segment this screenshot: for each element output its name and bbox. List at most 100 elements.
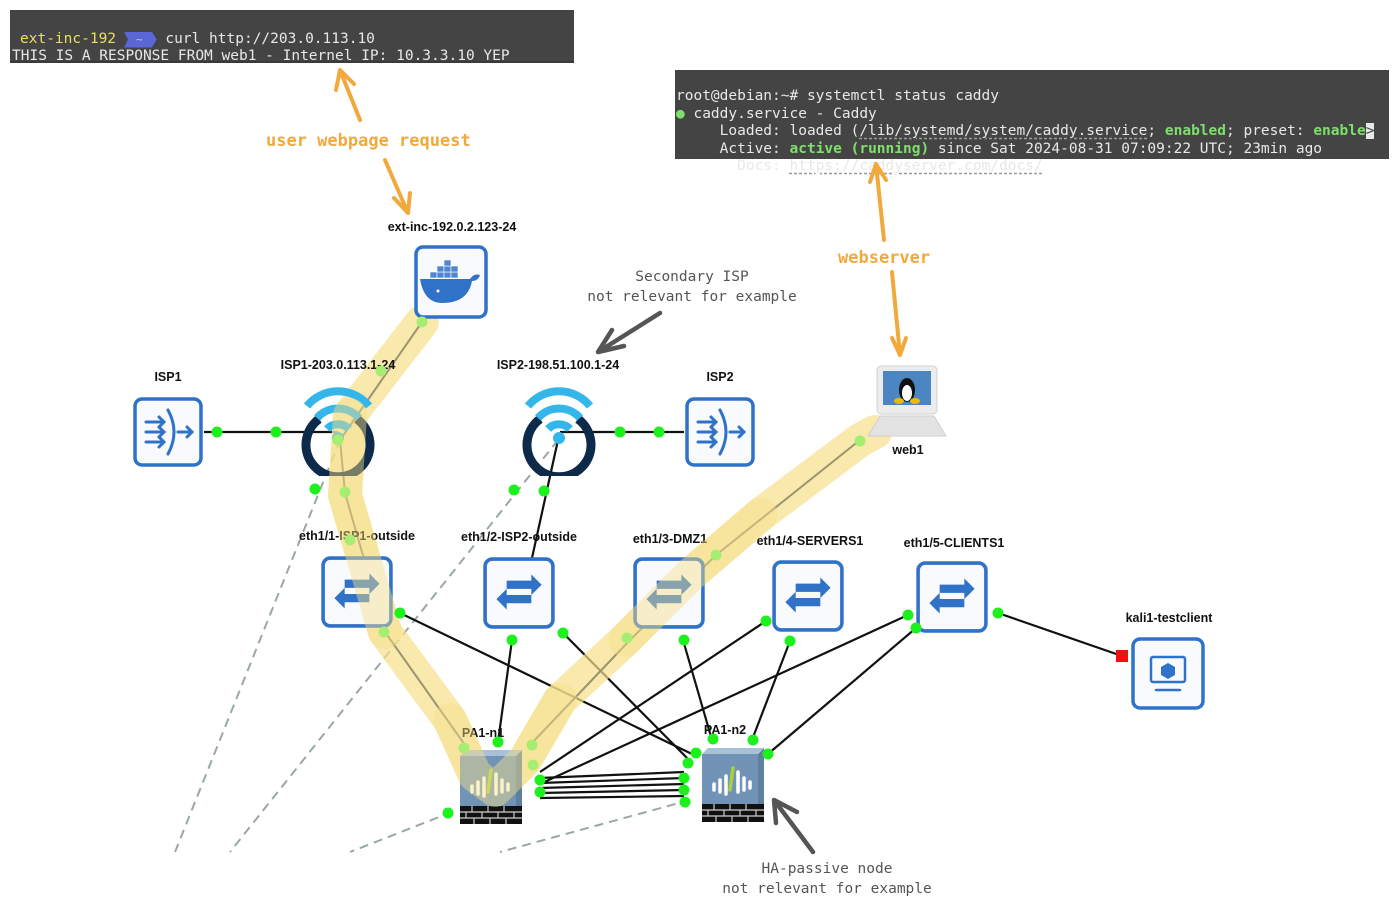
- link-up-dot: [992, 607, 1004, 619]
- link-up-dot: [378, 626, 390, 638]
- status-dot-icon: ●: [676, 105, 685, 122]
- link-up-dot: [534, 774, 546, 786]
- node-sw5[interactable]: eth1/5-CLIENTS1: [904, 536, 1005, 633]
- arrow-webserver-down: [890, 270, 908, 357]
- ha-link: [539, 782, 685, 790]
- node-label: ext-inc-192.0.2.123-24: [388, 220, 517, 234]
- ha-link: [539, 794, 685, 800]
- link-up-dot: [910, 622, 922, 634]
- arrow-user-request-up: [334, 68, 362, 122]
- link-up-dot: [394, 607, 406, 619]
- link-up-dot: [614, 426, 626, 438]
- arrow-webserver-up: [868, 162, 888, 242]
- docs-link[interactable]: https://caddyserver.com/docs/: [789, 158, 1043, 175]
- node-label: eth1/1-ISP1-outside: [299, 529, 415, 543]
- link-sw4-pa2: [750, 640, 792, 741]
- link-up-dot: [442, 807, 454, 819]
- link-up-dot: [492, 736, 504, 748]
- client-command-line: ext-inc-192 ~ curl http://203.0.113.10: [12, 31, 574, 49]
- curl-response: THIS IS A RESPONSE FROM web1 - Internel …: [12, 48, 510, 64]
- link-up-dot: [678, 772, 690, 784]
- link-up-dot: [747, 734, 759, 746]
- node-pa2[interactable]: PA1-n2: [700, 723, 766, 824]
- link-up-dot: [344, 534, 356, 546]
- preset-status: enable: [1313, 123, 1366, 140]
- node-label: web1: [891, 443, 923, 457]
- node-label: eth1/5-CLIENTS1: [904, 536, 1005, 550]
- link-up-dot: [784, 635, 796, 647]
- annotation-user-request: user webpage request: [266, 131, 471, 151]
- node-sw3[interactable]: eth1/3-DMZ1: [633, 532, 707, 629]
- dashed-link: [499, 799, 691, 853]
- link-up-dot: [332, 434, 344, 446]
- curl-command: curl http://203.0.113.10: [165, 30, 375, 47]
- link-sw5-kali: [997, 611, 1123, 658]
- firewall-icon: [700, 746, 766, 824]
- node-web1[interactable]: web1: [867, 365, 947, 457]
- node-pa1[interactable]: PA1-n1: [458, 726, 524, 826]
- link-up-dot: [760, 615, 772, 627]
- link-endpoints: [211, 426, 1004, 819]
- node-sw4[interactable]: eth1/4-SERVERS1: [757, 534, 864, 632]
- vm-monitor-icon: [1149, 655, 1187, 692]
- node-label: PA1-n2: [704, 723, 746, 737]
- annotation-arrows: [334, 68, 908, 855]
- node-sw2[interactable]: eth1/2-ISP2-outside: [461, 530, 577, 629]
- link-up-dot: [526, 739, 538, 751]
- link-up-dot: [707, 733, 719, 745]
- link-up-dot: [762, 748, 774, 760]
- traffic-path-highlight: [328, 305, 892, 807]
- link-up-dot: [682, 757, 694, 769]
- ha-link: [539, 776, 685, 785]
- switch-icon: [483, 557, 555, 629]
- link-up-dot: [557, 627, 569, 639]
- node-label: PA1-n1: [462, 726, 504, 740]
- node-isp1[interactable]: ISP1: [133, 370, 203, 467]
- link-sw5-pa1: [539, 614, 909, 785]
- nat-icon: [685, 397, 755, 467]
- node-isp2-router[interactable]: ISP2-198.51.100.1-24: [497, 358, 619, 477]
- wifi-router-icon: [527, 391, 591, 476]
- annotation-secondary-isp-1: Secondary ISP: [635, 269, 749, 285]
- node-label: ISP2: [706, 370, 733, 384]
- link-up-dot: [538, 485, 550, 497]
- enabled-status: enabled: [1164, 123, 1226, 140]
- solid-links: [204, 430, 1123, 800]
- node-ext-inc[interactable]: ext-inc-192.0.2.123-24: [388, 220, 517, 319]
- link-endpoints-on-path: [332, 316, 866, 771]
- node-label: eth1/3-DMZ1: [633, 532, 707, 546]
- switch-icon: [772, 560, 844, 632]
- arrow-user-request-down: [383, 158, 412, 215]
- link-up-dot: [902, 609, 914, 621]
- link-router2-sw2: [530, 439, 560, 559]
- link-up-dot: [527, 759, 539, 771]
- link-up-dot: [270, 426, 282, 438]
- node-label: ISP2-198.51.100.1-24: [497, 358, 619, 372]
- ha-link: [539, 788, 685, 795]
- annotation-ha-passive-2: not relevant for example: [722, 881, 932, 897]
- unit-file-path: /lib/systemd/system/caddy.service: [859, 123, 1148, 140]
- link-up-dot: [854, 435, 866, 447]
- ha-link: [539, 770, 685, 780]
- node-isp2[interactable]: ISP2: [685, 370, 755, 467]
- annotation-ha-passive-1: HA-passive node: [762, 861, 893, 877]
- node-label: eth1/4-SERVERS1: [757, 534, 864, 548]
- link-up-dot: [416, 316, 428, 328]
- link-up-dot: [309, 483, 321, 495]
- prompt-host: ext-inc-192: [20, 30, 117, 47]
- link-sw5-pa2: [767, 627, 917, 755]
- node-sw1[interactable]: eth1/1-ISP1-outside: [299, 529, 415, 628]
- node-label: eth1/2-ISP2-outside: [461, 530, 577, 544]
- node-label: ISP1-203.0.113.1-24: [281, 358, 396, 372]
- nat-icon: [133, 397, 203, 467]
- arrow-secondary-isp: [595, 310, 663, 355]
- link-sw3-pa2: [681, 639, 714, 741]
- node-kali[interactable]: kali1-testclient: [1126, 611, 1214, 710]
- prompt-dir-badge: ~: [124, 31, 157, 48]
- active-status: active (running): [789, 140, 930, 157]
- link-up-dot: [679, 796, 691, 808]
- link-up-dot: [534, 786, 546, 798]
- node-label: kali1-testclient: [1126, 611, 1214, 625]
- node-isp1-router[interactable]: ISP1-203.0.113.1-24: [281, 358, 396, 477]
